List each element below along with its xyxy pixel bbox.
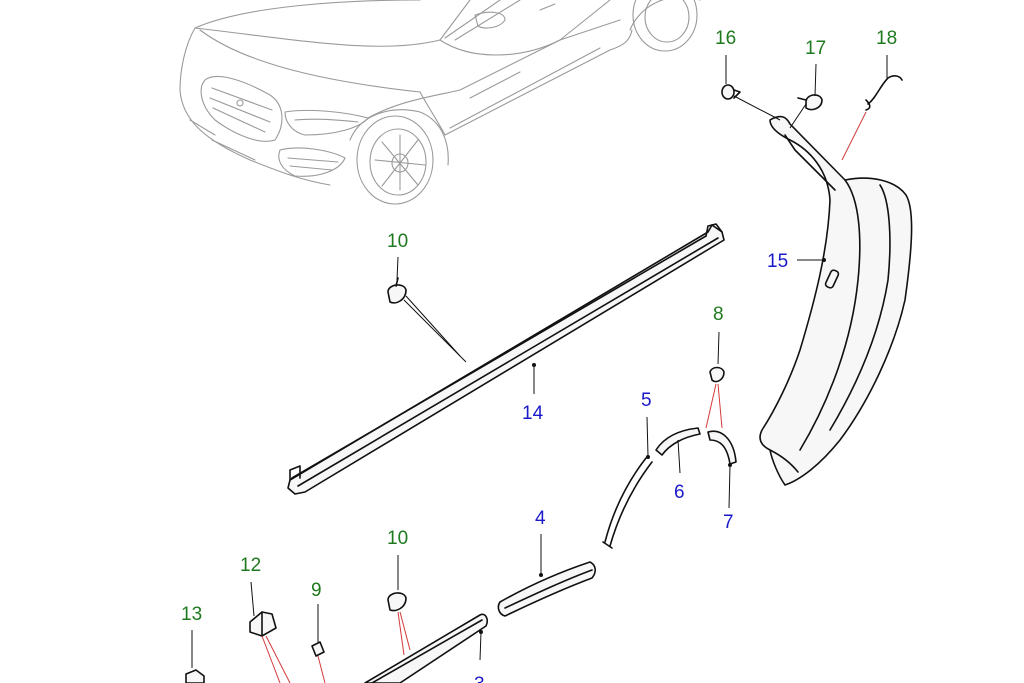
clip-9[interactable] xyxy=(311,641,325,657)
clip-16[interactable] xyxy=(721,84,741,100)
part-14-sill-moulding[interactable] xyxy=(287,223,725,495)
callout-10-upper: 10 xyxy=(387,231,408,252)
clip-10-lower[interactable] xyxy=(387,592,407,612)
clip-13[interactable] xyxy=(185,669,205,683)
callout-4: 4 xyxy=(535,508,546,529)
callout-3: 3 xyxy=(474,674,485,683)
callout-8: 8 xyxy=(713,304,724,325)
callout-10-lower: 10 xyxy=(387,528,408,549)
callout-labels: 16 17 18 10 15 8 14 5 6 7 4 10 12 9 13 3 xyxy=(181,28,897,683)
part-5-arch-extension[interactable] xyxy=(602,457,653,549)
part-3-lower-moulding[interactable] xyxy=(364,613,488,683)
callout-7: 7 xyxy=(723,512,734,533)
clip-12[interactable] xyxy=(249,611,277,637)
callout-15: 15 xyxy=(767,251,788,272)
callout-12: 12 xyxy=(240,555,261,576)
part-15-rear-wheel-arch-cladding[interactable] xyxy=(759,115,913,486)
callout-18: 18 xyxy=(876,28,897,49)
callout-17: 17 xyxy=(805,38,826,59)
callout-6: 6 xyxy=(674,482,685,503)
clip-8[interactable] xyxy=(709,366,725,383)
clip-17[interactable] xyxy=(797,94,823,111)
clip-18[interactable] xyxy=(865,75,903,111)
callout-5: 5 xyxy=(641,390,652,411)
car-illustration xyxy=(179,0,701,205)
part-7-arch-extension[interactable] xyxy=(707,430,737,465)
clip-10-upper[interactable] xyxy=(387,277,407,304)
callout-14: 14 xyxy=(522,403,544,424)
leader-lines xyxy=(191,55,888,683)
callout-13: 13 xyxy=(181,604,202,625)
part-4-trim-strip[interactable] xyxy=(497,561,596,617)
callout-16: 16 xyxy=(715,28,736,49)
callout-9: 9 xyxy=(311,580,322,601)
